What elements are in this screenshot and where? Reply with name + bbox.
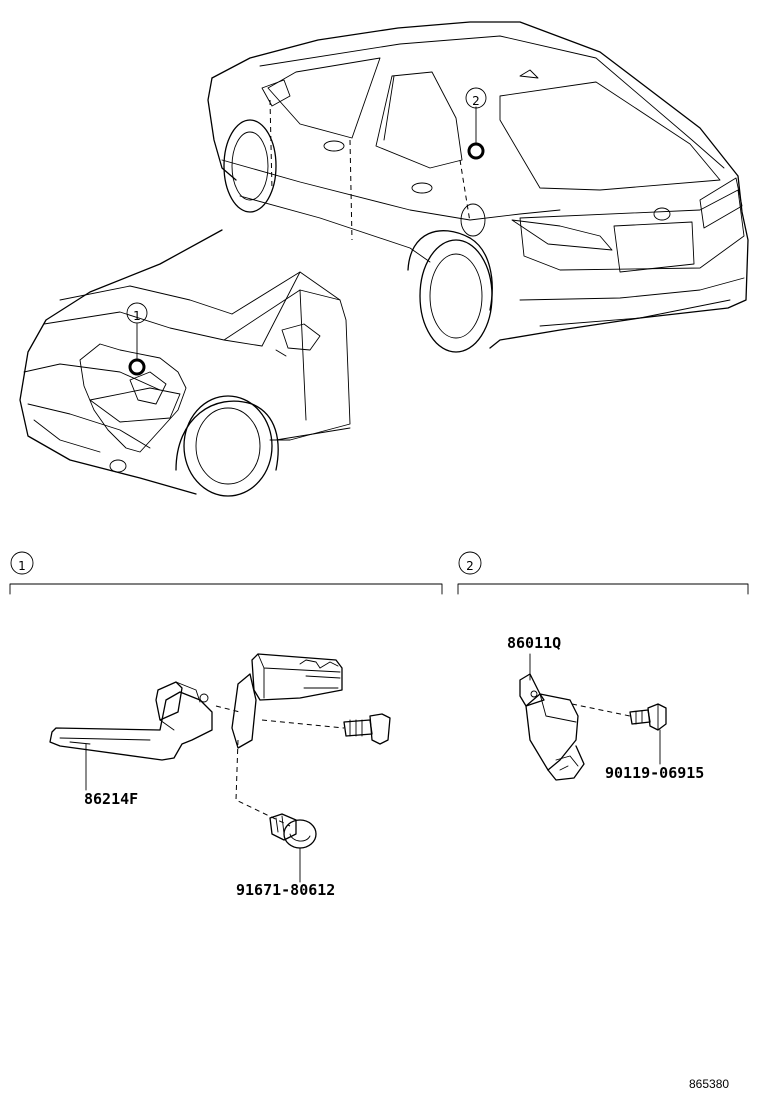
part-number-90119-06915[interactable]: 90119-06915 [605, 764, 705, 782]
sensor-location-marker-1 [128, 358, 146, 376]
front-car-illustration [19, 229, 351, 497]
bracket-86214f-illustration [49, 681, 213, 761]
section-1-number: 1 [16, 555, 28, 574]
section-1-number-label: 1 [18, 559, 26, 573]
location-callout-1: 1 [131, 305, 143, 324]
section-2-number: 2 [464, 555, 476, 574]
sensor-with-connector-illustration [231, 653, 343, 749]
location-callout-2: 2 [470, 90, 482, 109]
sensor-86011q-illustration [519, 673, 585, 781]
section-2-number-label: 2 [466, 559, 474, 573]
diagram-reference-number: 865380 [689, 1077, 730, 1091]
sensor-location-marker-2 [467, 142, 485, 160]
section-2-header [457, 551, 749, 595]
section-1-header [9, 551, 443, 595]
part-number-86011q[interactable]: 86011Q [507, 634, 562, 652]
part-number-91671-80612[interactable]: 91671-80612 [236, 881, 336, 899]
location-callout-1-label: 1 [133, 309, 141, 323]
rear-car-illustration [207, 21, 749, 353]
part-number-86214f[interactable]: 86214F [84, 790, 139, 808]
bolt-91671-80612-illustration [215, 705, 391, 849]
location-callout-2-label: 2 [472, 94, 480, 108]
bolt-90119-06915-illustration [571, 703, 667, 731]
